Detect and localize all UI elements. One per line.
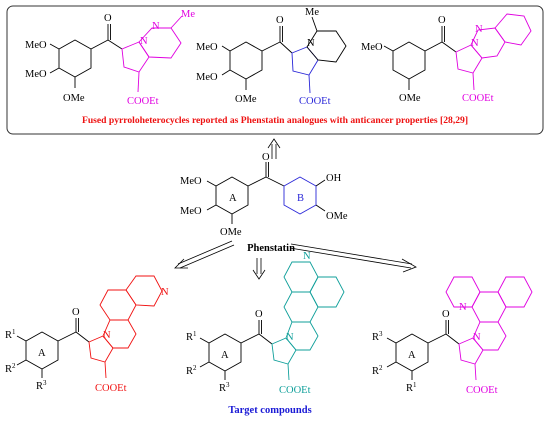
pyrrole-ring (455, 44, 483, 74)
substituent-r1: R1 (406, 381, 417, 394)
substituent-r3: R3 (372, 330, 383, 343)
ring-nitrogen-2: N (303, 251, 311, 262)
target-compounds-caption: Target compounds (228, 405, 311, 416)
svg-text:R1: R1 (406, 381, 417, 394)
ester-label: COOEt (466, 385, 498, 396)
ring-nitrogen-1: N (473, 332, 481, 343)
pyrrole-ring (88, 335, 114, 363)
ester-label: COOEt (299, 96, 331, 107)
ring-b-label: B (297, 193, 304, 204)
ring-a-label: A (408, 350, 416, 361)
phenstatin-label: Phenstatin (247, 243, 295, 254)
pyridine-ring-2 (283, 261, 319, 293)
svg-text:R3: R3 (36, 379, 47, 392)
ring-nitrogen-2: N (161, 287, 169, 298)
svg-text:R2: R2 (186, 364, 197, 377)
carbonyl-oxygen: O (442, 309, 450, 320)
methoxy-label-2: MeO (196, 72, 218, 83)
double-arrow-left (174, 240, 235, 269)
substituent-r1: R1 (186, 330, 197, 343)
methoxy-label-4: OMe (326, 211, 348, 222)
target-compound-2: O A N N COOEt R1 R2 R3 (186, 251, 345, 396)
quinoline-ring (125, 275, 163, 307)
svg-text:R2: R2 (5, 362, 16, 375)
svg-text:R3: R3 (219, 381, 230, 394)
carbonyl-oxygen: O (438, 15, 446, 26)
aryl-pyrrole-bond (107, 39, 123, 50)
ring-nitrogen-2: N (152, 21, 160, 32)
svg-text:R1: R1 (186, 330, 197, 343)
ring-nitrogen: N (307, 38, 315, 49)
benzo-ring (494, 13, 532, 46)
pyrrole-ring (458, 337, 484, 365)
carbonyl-oxygen: O (72, 307, 80, 318)
carbonyl-oxygen: O (276, 15, 284, 26)
ester-label: COOEt (95, 383, 127, 394)
svg-text:R3: R3 (372, 330, 383, 343)
carbonyl-oxygen: O (104, 13, 112, 24)
methoxy-label-2: MeO (180, 206, 202, 217)
fused-ring (99, 289, 137, 321)
double-arrow-down (252, 258, 266, 280)
carbonyl-oxygen: O (262, 152, 270, 163)
ester-label: COOEt (127, 96, 159, 107)
methyl-label: Me (305, 7, 319, 18)
methoxy-label-1: MeO (25, 40, 47, 51)
ring-nitrogen: N (140, 36, 148, 47)
methoxy-label-2: MeO (25, 69, 47, 80)
reference-compound-1: O N N Me MeO MeO OMe COOEt (25, 9, 195, 107)
pyrrole-ring (271, 337, 297, 365)
methyl-label: Me (181, 9, 195, 20)
target-compound-3: O A N N COOEt R3 R2 R1 (372, 276, 533, 396)
substituent-r2: R2 (372, 364, 383, 377)
pyridazine-ring (138, 27, 182, 59)
ring-a-label: A (221, 350, 229, 361)
ring-a-label: A (38, 348, 46, 359)
methoxy-label-2: OMe (399, 93, 421, 104)
ring-nitrogen: N (471, 38, 479, 49)
ring-a-label: A (229, 193, 237, 204)
svg-text:R1: R1 (5, 328, 16, 341)
trimethoxyphenyl-ring (58, 39, 92, 78)
substituent-r3: R3 (36, 379, 47, 392)
methoxy-label-3: OMe (235, 94, 257, 105)
ester-label: COOEt (279, 385, 311, 396)
reference-compound-3: O N N MeO OMe COOEt (361, 13, 532, 104)
carbonyl-oxygen: O (255, 309, 263, 320)
ester-label: COOEt (462, 93, 494, 104)
carbonyl-bond (90, 39, 109, 50)
reference-compound-2: O N Me MeO MeO OMe COOEt (196, 7, 347, 107)
double-arrow-right (289, 243, 417, 273)
pyrrole-ring (291, 46, 319, 76)
substituent-r3: R3 (219, 381, 230, 394)
methoxy-label-1: MeO (361, 42, 383, 53)
fused-ring-2 (497, 276, 533, 308)
ring-nitrogen-2: N (459, 302, 467, 313)
substituent-r2: R2 (186, 364, 197, 377)
ring-nitrogen-1: N (286, 332, 294, 343)
ring-nitrogen-2: N (475, 24, 483, 35)
reference-compounds-box (6, 5, 544, 135)
methoxy-label-1: MeO (180, 176, 202, 187)
reference-caption: Fused pyrroloheterocycles reported as Ph… (82, 115, 468, 126)
target-compound-1: O A N N COOEt R1 R2 R3 (5, 275, 169, 394)
substituent-r1: R1 (5, 328, 16, 341)
methoxy-label-3: OMe (63, 93, 85, 104)
dimethoxyphenyl-ring (392, 41, 426, 80)
trimethoxyphenyl-ring (229, 41, 263, 80)
svg-text:R2: R2 (372, 364, 383, 377)
methoxy-label-3: OMe (220, 227, 242, 238)
substituent-r2: R2 (5, 362, 16, 375)
pyridine-ring-2 (445, 276, 481, 308)
ring-nitrogen-1: N (103, 330, 111, 341)
double-arrow-up (267, 138, 281, 159)
phenstatin-structure: O A B OH OMe MeO MeO OMe Phenstatin (180, 152, 348, 254)
methoxy-label-1: MeO (196, 42, 218, 53)
pyrrole-ring (121, 41, 150, 73)
hydroxyl-label: OH (326, 173, 342, 184)
